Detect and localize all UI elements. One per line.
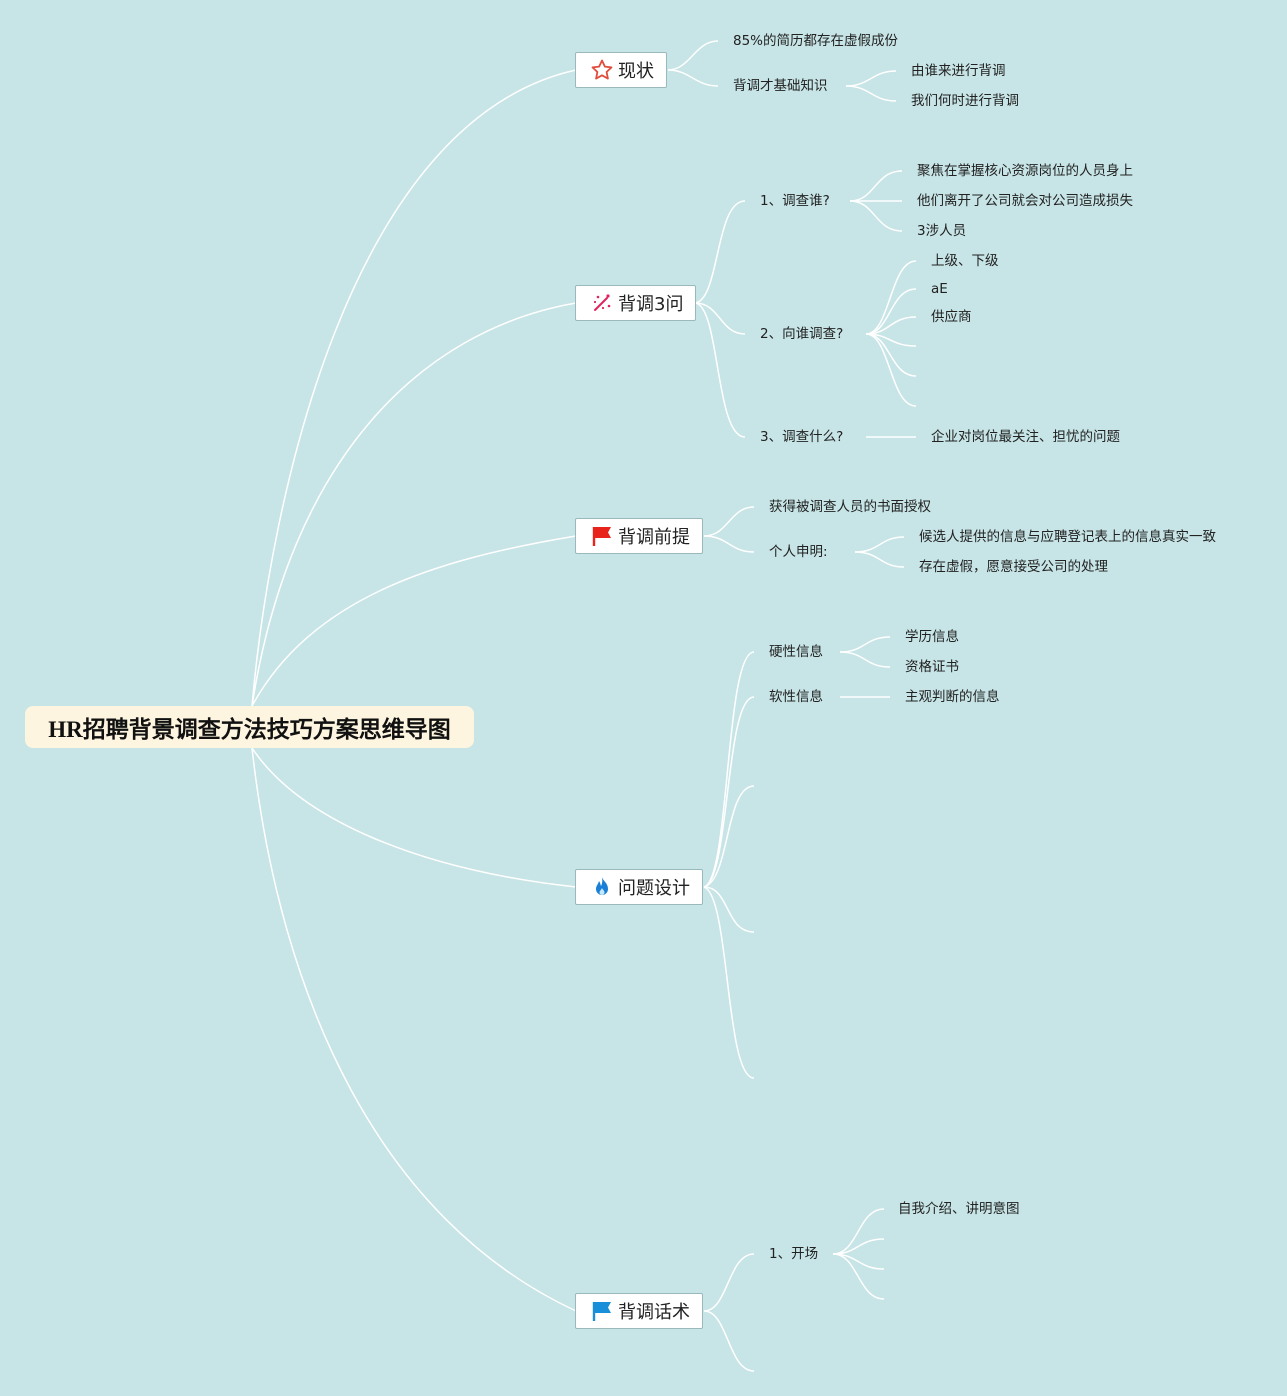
branch-question-design[interactable]: 问题设计	[575, 869, 703, 905]
leaf-design-soft[interactable]: 软性信息	[769, 689, 823, 705]
leaf-status-2-1[interactable]: 由谁来进行背调	[911, 63, 1006, 79]
edge-root-premise	[251, 535, 577, 707]
blue-flag-icon	[590, 1299, 614, 1323]
branch-three-questions[interactable]: 背调3问	[575, 285, 697, 321]
leaf-3q-who-2[interactable]: 他们离开了公司就会对公司造成损失	[917, 193, 1133, 209]
branch-status[interactable]: 现状	[575, 52, 667, 88]
red-flag-icon	[590, 524, 614, 548]
edge-root-3q	[251, 302, 577, 707]
leaf-3q-whom[interactable]: 2、向谁调查?	[760, 326, 844, 342]
leaf-premise-2-2[interactable]: 存在虚假，愿意接受公司的处理	[919, 559, 1108, 575]
branch-premise-label: 背调前提	[618, 527, 690, 548]
leaf-3q-whom-2[interactable]: aE	[931, 281, 948, 297]
leaf-design-hard-1[interactable]: 学历信息	[905, 629, 959, 645]
leaf-3q-who-3[interactable]: 3涉人员	[917, 223, 967, 239]
flame-icon	[590, 875, 614, 899]
leaf-design-soft-1[interactable]: 主观判断的信息	[905, 689, 1000, 705]
star-icon	[590, 58, 614, 82]
leaf-3q-who-1[interactable]: 聚焦在掌握核心资源岗位的人员身上	[917, 163, 1133, 179]
branch-scripts-label: 背调话术	[618, 1302, 690, 1323]
branch-scripts[interactable]: 背调话术	[575, 1293, 703, 1329]
leaf-premise-2-1[interactable]: 候选人提供的信息与应聘登记表上的信息真实一致	[919, 529, 1216, 545]
edge-root-design	[251, 747, 577, 888]
leaf-design-hard-2[interactable]: 资格证书	[905, 659, 959, 675]
leaf-status-1[interactable]: 85%的简历都存在虚假成份	[733, 33, 899, 49]
leaf-status-2[interactable]: 背调才基础知识	[733, 78, 828, 94]
root-topic-label: HR招聘背景调查方法技巧方案思维导图	[48, 717, 451, 742]
edge-root-scripts	[251, 747, 577, 1312]
leaf-premise-1[interactable]: 获得被调查人员的书面授权	[769, 499, 931, 515]
leaf-scripts-1-1[interactable]: 自我介绍、讲明意图	[898, 1201, 1020, 1217]
branch-question-design-label: 问题设计	[618, 878, 690, 899]
leaf-3q-who[interactable]: 1、调查谁?	[760, 193, 830, 209]
sparkle-icon	[590, 291, 614, 315]
leaf-3q-what-1[interactable]: 企业对岗位最关注、担忧的问题	[931, 429, 1120, 445]
edge-root-status	[251, 69, 577, 707]
root-topic[interactable]: HR招聘背景调查方法技巧方案思维导图	[25, 706, 474, 748]
branch-three-questions-label: 背调3问	[618, 294, 684, 315]
leaf-3q-whom-1[interactable]: 上级、下级	[931, 253, 999, 269]
branch-premise[interactable]: 背调前提	[575, 518, 703, 554]
leaf-3q-what[interactable]: 3、调查什么?	[760, 429, 844, 445]
leaf-design-hard[interactable]: 硬性信息	[769, 644, 823, 660]
leaf-3q-whom-3[interactable]: 供应商	[931, 309, 972, 325]
leaf-premise-2[interactable]: 个人申明:	[769, 544, 828, 560]
leaf-scripts-1[interactable]: 1、开场	[769, 1246, 819, 1262]
leaf-status-2-2[interactable]: 我们何时进行背调	[911, 93, 1019, 109]
branch-status-label: 现状	[618, 61, 654, 82]
